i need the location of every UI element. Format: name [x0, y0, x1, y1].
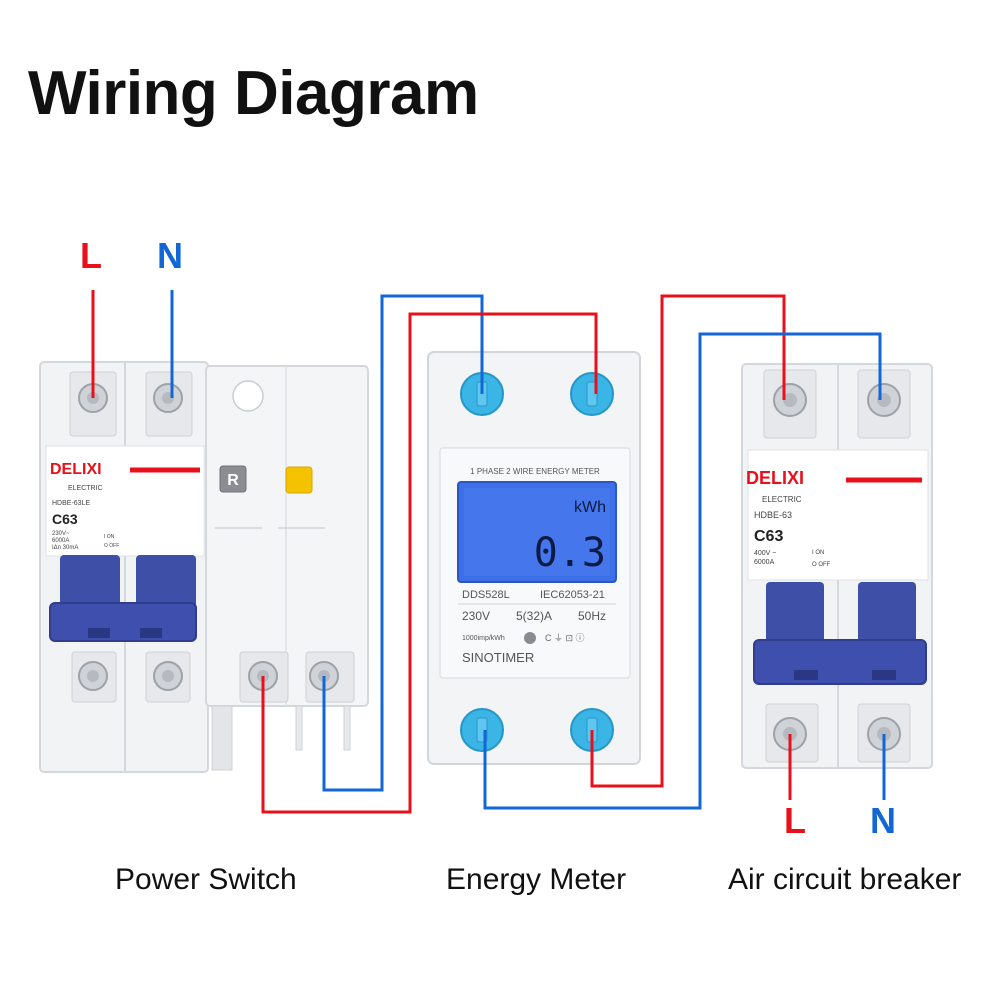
screw-icon: [867, 383, 901, 417]
breaker-sub: ELECTRIC: [762, 495, 802, 504]
meter-pulse-led-icon: [524, 632, 536, 644]
meter-brand: SINOTIMER: [462, 650, 534, 665]
breaker-spec1: 400V ~: [754, 550, 776, 557]
power-switch-caption: Power Switch: [115, 863, 297, 896]
meter-lcd: [457, 481, 617, 583]
terminal-cover-icon: [460, 708, 504, 752]
output-neutral-label: N: [870, 800, 896, 841]
meter-reading: 0.3: [534, 530, 606, 576]
meter-standard: IEC62053-21: [540, 589, 605, 601]
input-neutral-label: N: [157, 235, 183, 276]
power-switch-spec2: 6000A: [52, 538, 69, 544]
output-live-label: L: [784, 800, 806, 841]
wire-live-switch-to-meter: [261, 312, 598, 814]
meter-voltage: 230V: [462, 609, 490, 623]
power-switch-brand: DELIXI: [50, 461, 102, 478]
wire-neutral-switch-to-meter: [322, 294, 484, 792]
screw-icon: [153, 383, 183, 413]
wire-neutral-meter-to-breaker: [483, 332, 882, 810]
diagram-title: Wiring Diagram: [28, 59, 479, 128]
power-switch-on: I ON: [104, 534, 115, 540]
meter-impulse: 1000imp/kWh: [462, 635, 505, 642]
air-breaker-caption: Air circuit breaker: [728, 863, 962, 896]
reset-button[interactable]: [219, 465, 247, 493]
screw-icon: [78, 661, 108, 691]
input-live-label: L: [80, 235, 102, 276]
meter-current: 5(32)A: [516, 609, 552, 623]
power-switch-rating: C63: [52, 511, 78, 527]
energy-meter-caption: Energy Meter: [446, 863, 627, 896]
test-button[interactable]: [285, 466, 313, 494]
screw-icon: [773, 383, 807, 417]
meter-unit: kWh: [574, 499, 606, 516]
breaker-brand: DELIXI: [746, 468, 804, 488]
power-switch-handle[interactable]: [49, 602, 197, 642]
meter-header: 1 PHASE 2 WIRE ENERGY METER: [470, 467, 600, 476]
screw-icon: [153, 661, 183, 691]
breaker-model: HDBE-63: [754, 510, 792, 520]
air-circuit-breaker: DELIXI ELECTRIC HDBE-63 C63 400V ~ 6000A…: [741, 363, 933, 769]
meter-model: DDS528L: [462, 589, 510, 601]
terminal-cover-icon: [570, 372, 614, 416]
breaker-rating: C63: [754, 528, 783, 545]
wire-live-meter-to-breaker: [590, 294, 786, 788]
power-switch-off: O OFF: [104, 543, 119, 549]
power-switch-spec1: 230V~: [52, 531, 70, 537]
breaker-spec2: 6000A: [754, 559, 775, 566]
power-switch-sub: ELECTRIC: [68, 485, 103, 492]
power-switch: DELIXI ELECTRIC HDBE-63LE C63 230V~ 6000…: [39, 361, 369, 773]
power-switch-spec3: IΔn 30mA: [52, 545, 78, 551]
breaker-off: O OFF: [812, 562, 831, 568]
power-switch-model: HDBE-63LE: [52, 500, 90, 507]
breaker-handle[interactable]: [753, 639, 927, 685]
breaker-on: I ON: [812, 550, 824, 556]
energy-meter: 1 PHASE 2 WIRE ENERGY METER kWh 0.3 DDS5…: [427, 351, 641, 765]
meter-frequency: 50Hz: [578, 609, 606, 623]
reset-button-label: R: [227, 472, 239, 489]
meter-symbols-icon: C ⏚ ⊡ ⓘ: [545, 633, 585, 643]
